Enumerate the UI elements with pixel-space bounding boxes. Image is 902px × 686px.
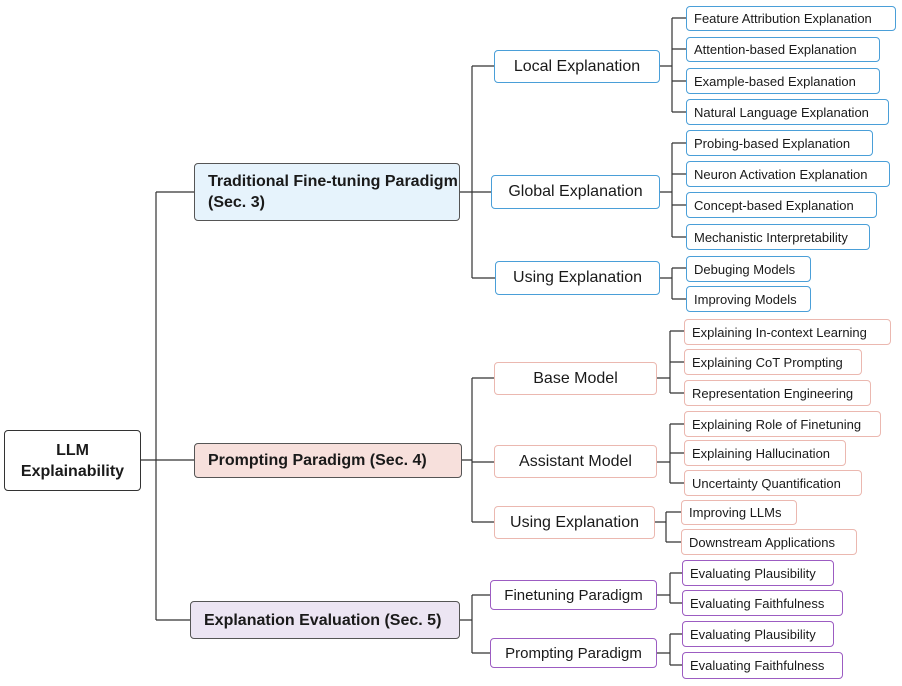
branch-label: Explanation Evaluation (Sec. 5)	[204, 611, 442, 629]
leaf-label: Improving LLMs	[689, 505, 782, 520]
leaf-label: Improving Models	[694, 291, 797, 307]
group-label: Using Explanation	[513, 269, 642, 286]
group-label: Global Explanation	[508, 183, 643, 200]
leaf-mechanistic-interpretability: Mechanistic Interpretability	[686, 224, 870, 250]
leaf-label: Attention-based Explanation	[694, 42, 857, 57]
branch-traditional-finetuning: Traditional Fine-tuning Paradigm (Sec. 3…	[194, 163, 460, 221]
group-using-explanation: Using Explanation	[495, 261, 660, 295]
leaf-representation-engineering: Representation Engineering	[684, 380, 871, 406]
leaf-label: Explaining Role of Finetuning	[692, 416, 862, 432]
group-label: Base Model	[533, 369, 618, 387]
root-node: LLM Explainability	[4, 430, 141, 491]
group-prompting-paradigm: Prompting Paradigm	[490, 638, 657, 668]
group-label: Local Explanation	[513, 57, 641, 75]
group-global-explanation: Global Explanation	[491, 175, 660, 209]
branch-explanation-evaluation: Explanation Evaluation (Sec. 5)	[190, 601, 460, 639]
group-label: Using Explanation	[510, 513, 639, 531]
branch-label: Prompting Paradigm (Sec. 4)	[208, 452, 427, 469]
group-label: Prompting Paradigm	[505, 644, 642, 662]
leaf-neuron-activation: Neuron Activation Explanation	[686, 161, 890, 187]
group-finetuning-paradigm: Finetuning Paradigm	[490, 580, 657, 610]
leaf-concept-based: Concept-based Explanation	[686, 192, 877, 218]
leaf-improving-llms: Improving LLMs	[681, 500, 797, 525]
group-using-explanation-prompting: Using Explanation	[494, 506, 655, 539]
leaf-label: Probing-based Explanation	[694, 135, 851, 151]
leaf-label: Evaluating Plausibility	[690, 565, 816, 581]
leaf-label: Natural Language Explanation	[694, 104, 869, 120]
leaf-evaluating-faithfulness-finetuning: Evaluating Faithfulness	[682, 590, 843, 616]
branch-prompting-paradigm: Prompting Paradigm (Sec. 4)	[194, 443, 462, 478]
branch-label: Traditional Fine-tuning Paradigm (Sec. 3…	[208, 173, 458, 211]
leaf-attention-based: Attention-based Explanation	[686, 37, 880, 62]
group-assistant-model: Assistant Model	[494, 445, 657, 478]
group-label: Finetuning Paradigm	[504, 586, 643, 604]
root-label: LLM Explainability	[20, 441, 125, 480]
leaf-label: Evaluating Faithfulness	[690, 658, 825, 673]
leaf-probing-based: Probing-based Explanation	[686, 130, 873, 156]
leaf-label: Explaining In-context Learning	[692, 324, 867, 340]
leaf-improving-models: Improving Models	[686, 286, 811, 312]
leaf-evaluating-plausibility-prompting: Evaluating Plausibility	[682, 621, 834, 647]
leaf-in-context-learning: Explaining In-context Learning	[684, 319, 891, 345]
leaf-evaluating-faithfulness-prompting: Evaluating Faithfulness	[682, 652, 843, 679]
group-base-model: Base Model	[494, 362, 657, 395]
leaf-downstream-applications: Downstream Applications	[681, 529, 857, 555]
leaf-evaluating-plausibility-finetuning: Evaluating Plausibility	[682, 560, 834, 586]
leaf-label: Explaining Hallucination	[692, 445, 831, 461]
leaf-cot-prompting: Explaining CoT Prompting	[684, 349, 862, 375]
leaf-label: Uncertainty Quantification	[692, 475, 841, 491]
leaf-debuging-models: Debuging Models	[686, 256, 811, 282]
leaf-label: Downstream Applications	[689, 534, 835, 550]
leaf-label: Mechanistic Interpretability	[694, 229, 848, 245]
group-label: Assistant Model	[519, 452, 632, 470]
leaf-feature-attribution: Feature Attribution Explanation	[686, 6, 896, 31]
leaf-label: Neuron Activation Explanation	[694, 166, 868, 182]
leaf-label: Evaluating Plausibility	[690, 626, 816, 642]
leaf-label: Concept-based Explanation	[694, 197, 854, 213]
leaf-label: Evaluating Faithfulness	[690, 595, 825, 611]
leaf-label: Feature Attribution Explanation	[694, 11, 872, 26]
group-local-explanation: Local Explanation	[494, 50, 660, 83]
leaf-hallucination: Explaining Hallucination	[684, 440, 846, 466]
leaf-example-based: Example-based Explanation	[686, 68, 880, 94]
leaf-label: Example-based Explanation	[694, 73, 856, 89]
leaf-uncertainty-quantification: Uncertainty Quantification	[684, 470, 862, 496]
leaf-role-of-finetuning: Explaining Role of Finetuning	[684, 411, 881, 437]
leaf-label: Debuging Models	[694, 261, 796, 277]
leaf-label: Representation Engineering	[692, 385, 854, 401]
leaf-natural-language: Natural Language Explanation	[686, 99, 889, 125]
leaf-label: Explaining CoT Prompting	[692, 354, 843, 370]
